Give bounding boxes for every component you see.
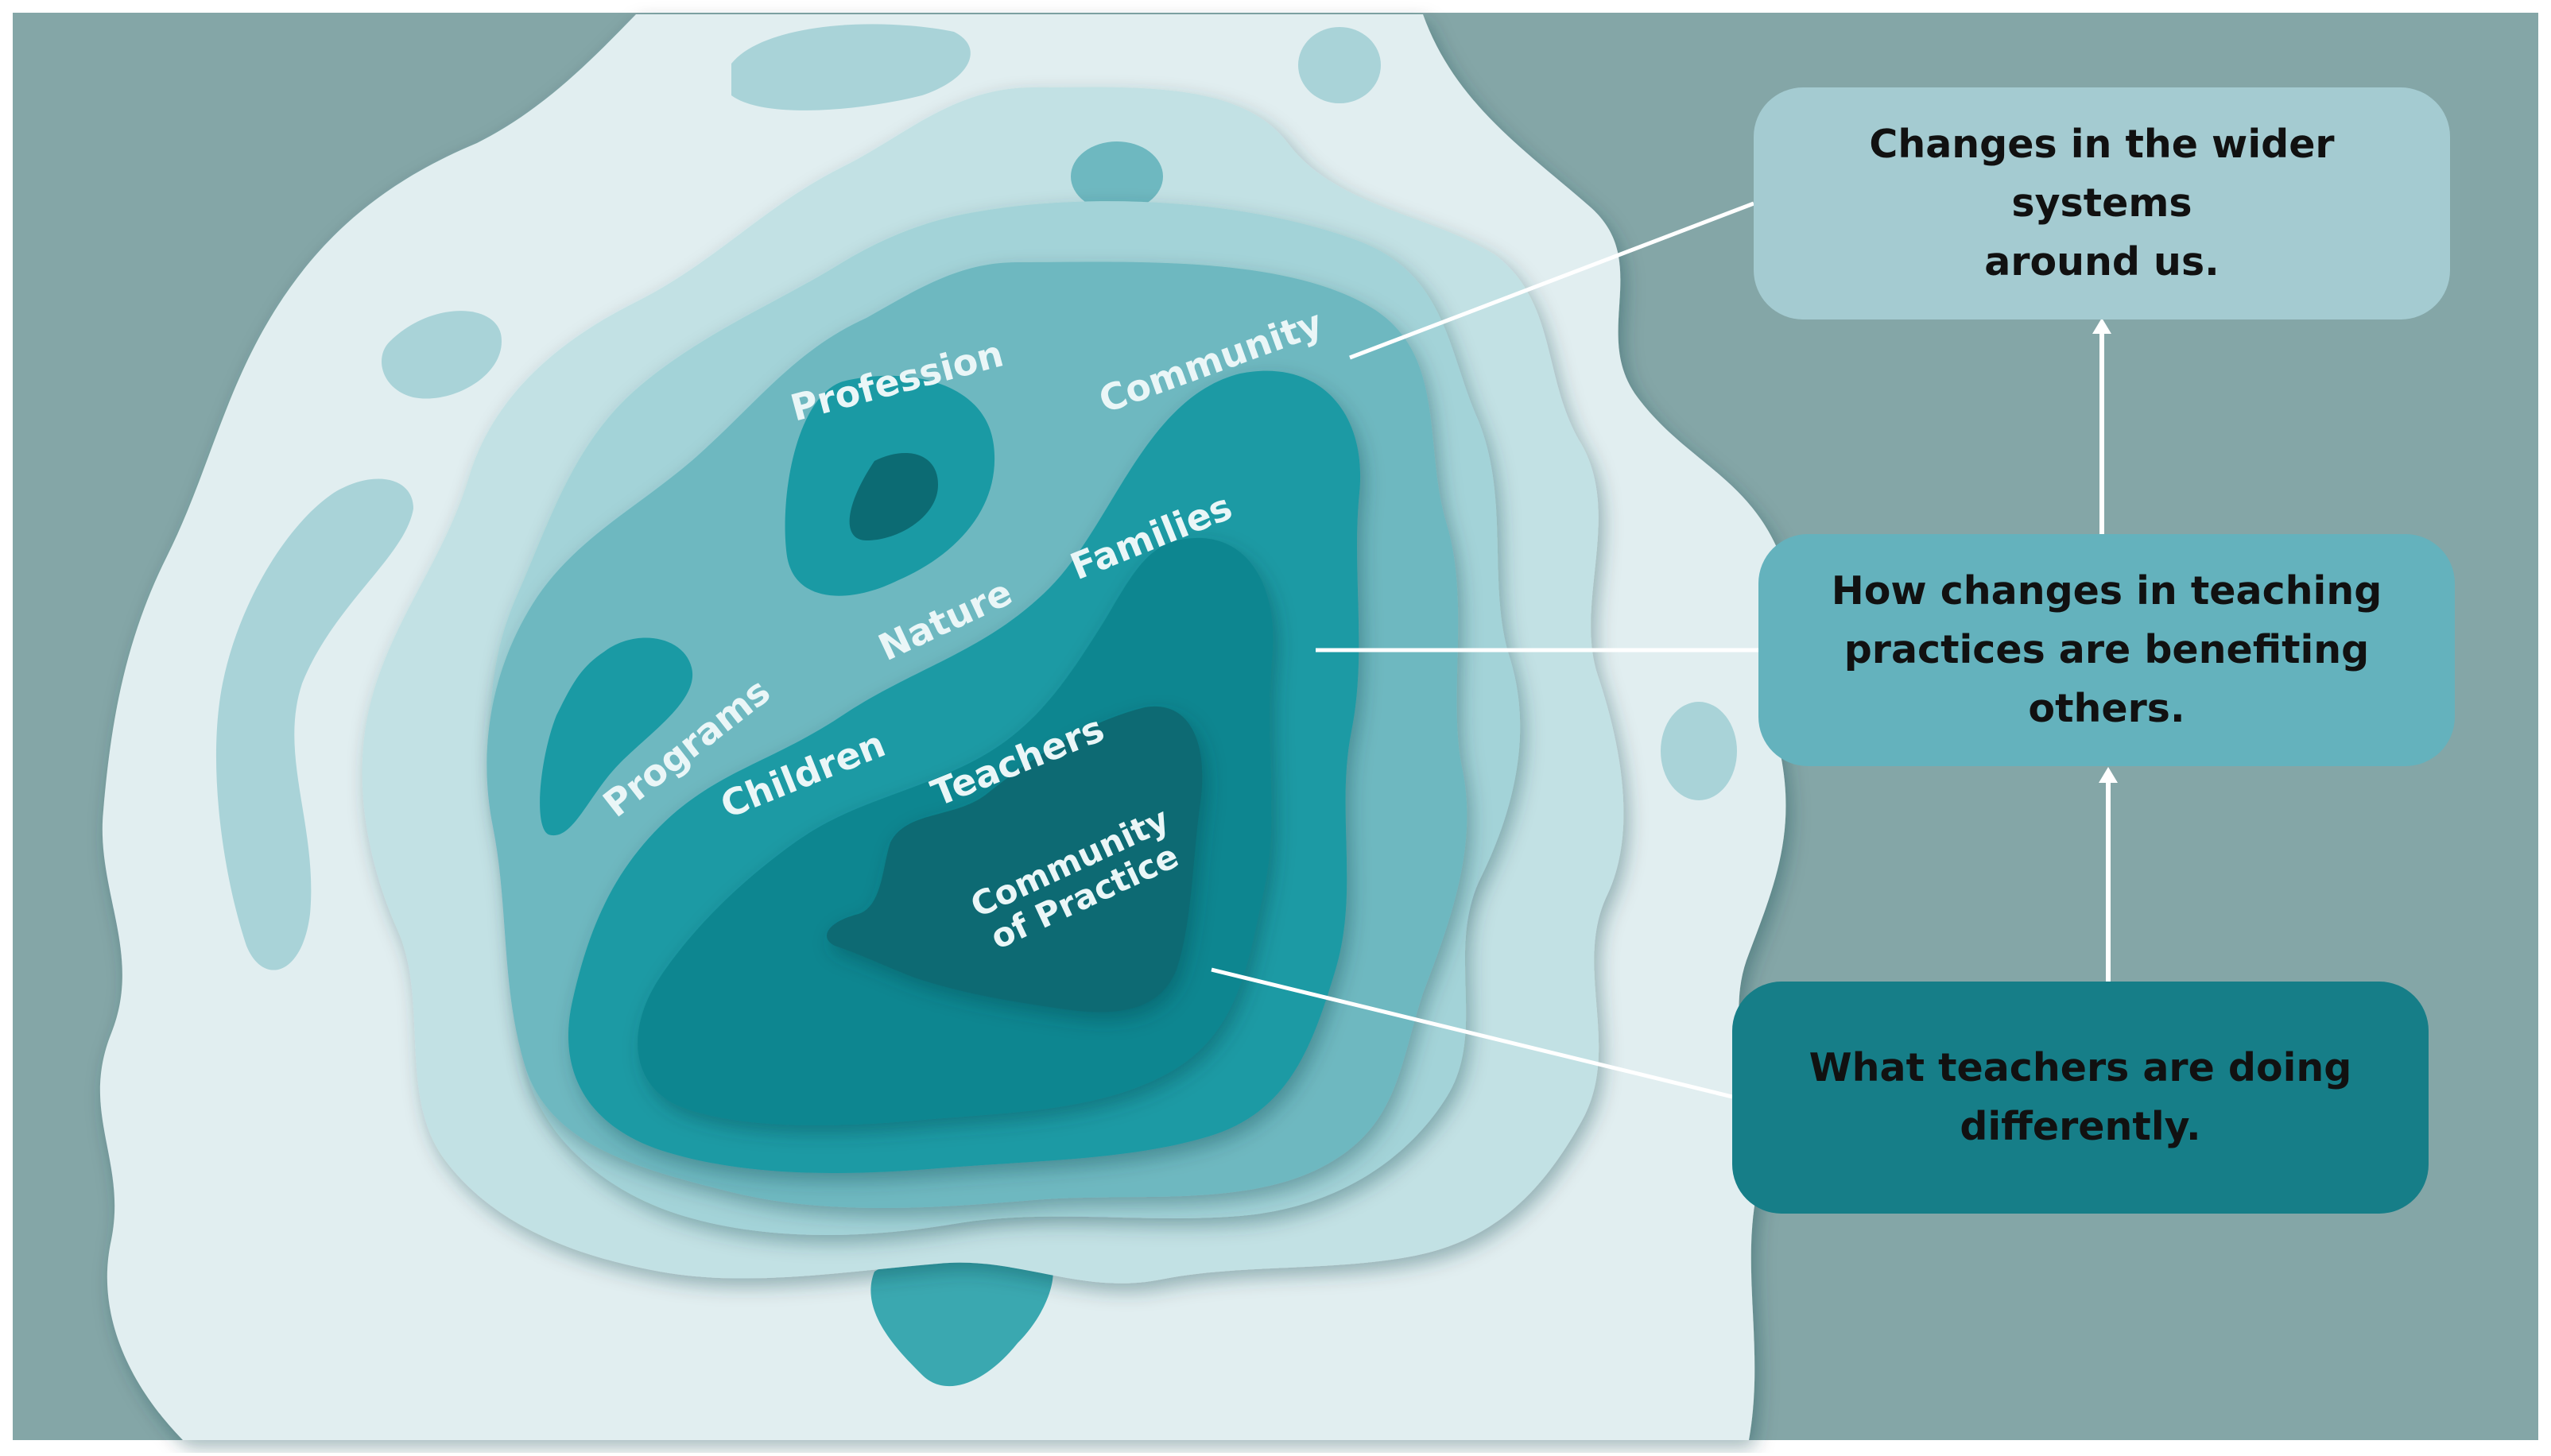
profession-hollow-inner xyxy=(849,453,938,540)
blob-left-2 xyxy=(215,478,413,970)
arrow-head-mid xyxy=(2099,767,2118,783)
callout-benefiting-others: How changes in teaching practices are be… xyxy=(1758,534,2455,766)
callout-wider-systems-text: Changes in the wider systems around us. xyxy=(1778,115,2426,292)
programs-hollow xyxy=(540,637,693,836)
callout-teachers-doing: What teachers are doing differently. xyxy=(1732,982,2429,1214)
core-layer xyxy=(827,706,1203,1013)
arrow-head-top xyxy=(2092,318,2111,334)
callout-benefiting-others-line1: How changes in teaching xyxy=(1831,568,2382,614)
callout-benefiting-others-text: How changes in teaching practices are be… xyxy=(1782,562,2431,738)
callout-teachers-doing-line1: What teachers are doing xyxy=(1809,1045,2352,1090)
blob-top-2 xyxy=(1298,27,1381,103)
callout-wider-systems-line2: around us. xyxy=(1984,239,2220,285)
callout-teachers-doing-line2: differently. xyxy=(1960,1104,2201,1149)
connector-top xyxy=(1349,201,1754,360)
connector-bottom xyxy=(1211,967,1733,1099)
callout-benefiting-others-line2: practices are benefiting others. xyxy=(1843,627,2370,731)
blob-right xyxy=(1661,702,1737,800)
blob-left-1 xyxy=(382,311,502,399)
callout-wider-systems: Changes in the wider systems around us. xyxy=(1754,87,2450,319)
callout-wider-systems-line1: Changes in the wider systems xyxy=(1869,122,2335,226)
blob-ring2 xyxy=(1071,141,1163,211)
blob-bottom xyxy=(870,1255,1053,1387)
callout-teachers-doing-text: What teachers are doing differently. xyxy=(1809,1039,2352,1156)
blob-top-1 xyxy=(731,24,971,110)
